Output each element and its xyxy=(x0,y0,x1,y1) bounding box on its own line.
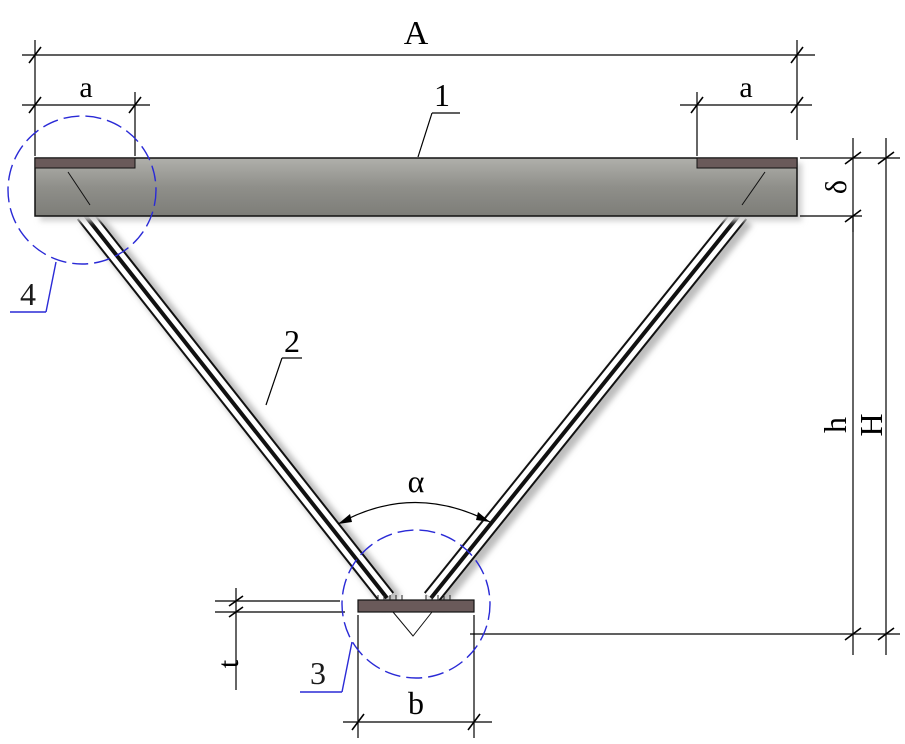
callout-4-leader xyxy=(10,261,57,313)
embed-plate-right xyxy=(696,157,798,169)
callout-1-leader xyxy=(417,112,460,158)
dimension-t xyxy=(215,588,345,690)
detail-circle-3 xyxy=(341,529,491,679)
label-a-right: a xyxy=(739,71,752,104)
alpha-arc xyxy=(337,501,491,525)
label-b: b xyxy=(408,685,424,721)
label-h: h xyxy=(817,417,853,433)
label-alpha: α xyxy=(408,463,425,499)
callout-2: 2 xyxy=(284,323,300,359)
embed-plate-left xyxy=(34,157,136,169)
bottom-plate xyxy=(357,595,475,637)
dimension-A xyxy=(22,40,815,156)
strut-right xyxy=(423,208,753,609)
callout-1: 1 xyxy=(434,77,450,113)
label-delta: δ xyxy=(820,180,853,194)
label-t: t xyxy=(212,659,245,668)
callout-4: 4 xyxy=(20,276,36,312)
label-A: A xyxy=(404,15,429,52)
detail-circle-4 xyxy=(7,115,157,265)
callout-3: 3 xyxy=(310,655,326,691)
dimension-h-H xyxy=(470,138,900,655)
dimension-a-left xyxy=(22,92,150,156)
label-H: H xyxy=(853,413,889,436)
dimension-b xyxy=(343,615,492,738)
callout-2-leader xyxy=(265,357,302,406)
callout-3-leader xyxy=(300,641,353,693)
strut-left xyxy=(76,208,402,609)
concrete-slab xyxy=(34,157,802,221)
dimension-a-right xyxy=(680,92,812,156)
label-a-left: a xyxy=(79,71,92,104)
